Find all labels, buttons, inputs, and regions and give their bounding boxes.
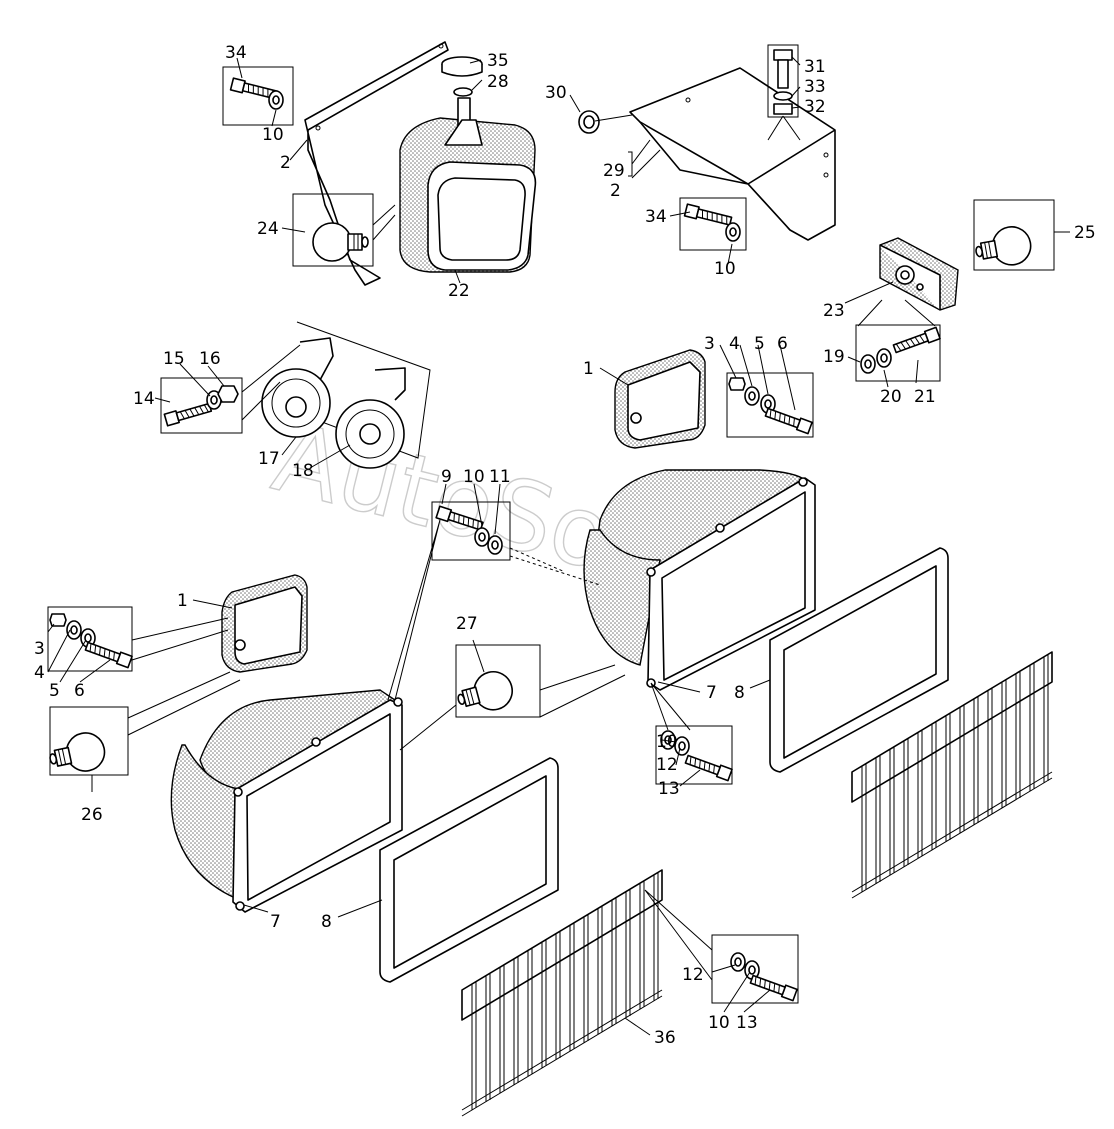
horn-bracket-18: [374, 367, 406, 401]
callout-24: 24: [257, 219, 279, 239]
callout-22: 22: [448, 281, 470, 301]
fastener-box-31-33: [767, 44, 799, 118]
fastener-box-3-6-top: [726, 372, 814, 438]
callout-33: 33: [804, 77, 826, 97]
callout-labels: 34 10 2 35 28 24 22 30 29 2 31 33 32 34 …: [34, 43, 1096, 1048]
bolt-head-31: [773, 49, 793, 61]
callout-10: 10: [714, 259, 736, 279]
bulb-box-26: [45, 671, 241, 779]
fastener-group-9-11: [387, 501, 601, 701]
callout-2: 2: [280, 153, 291, 173]
callout-4: 4: [729, 334, 740, 354]
fastener-box-top-left: [222, 66, 294, 126]
callout-10: 10: [463, 467, 485, 487]
callout-13: 13: [736, 1013, 758, 1033]
callout-31: 31: [804, 57, 826, 77]
callout-12: 12: [656, 755, 678, 775]
callout-13: 13: [658, 779, 680, 799]
callout-17: 17: [258, 449, 280, 469]
horn-bracket-17: [299, 337, 334, 381]
callout-11: 11: [489, 467, 511, 487]
callout-30: 30: [545, 83, 567, 103]
nut-16: [217, 385, 239, 403]
callout-9: 9: [441, 467, 452, 487]
callout-34: 34: [645, 207, 667, 227]
callout-8: 8: [734, 683, 745, 703]
callout-3: 3: [704, 334, 715, 354]
callout-12: 12: [682, 965, 704, 985]
bulb-box-27: [399, 644, 626, 751]
callout-28: 28: [487, 72, 509, 92]
callout-21: 21: [914, 387, 936, 407]
callout-27: 27: [456, 614, 478, 634]
callout-4: 4: [34, 663, 45, 683]
callout-25: 25: [1074, 223, 1096, 243]
callout-7: 7: [706, 683, 717, 703]
gasket-right: [769, 547, 949, 773]
side-lamp-top: [614, 349, 814, 449]
callout-23: 23: [823, 301, 845, 321]
callout-10: 10: [708, 1013, 730, 1033]
callout-10: 10: [656, 732, 678, 752]
callout-6: 6: [74, 681, 85, 701]
callout-leaders: [47, 56, 1070, 1036]
callout-3: 3: [34, 639, 45, 659]
callout-36: 36: [654, 1028, 676, 1048]
washer-33: [773, 91, 793, 101]
headlamp-left: [170, 689, 403, 913]
side-lamp-left: [47, 574, 308, 673]
callout-35: 35: [487, 51, 509, 71]
fastener-box-10-13-right: [655, 725, 733, 785]
callout-32: 32: [804, 97, 826, 117]
lamp-cover-assembly: [578, 44, 836, 251]
headlamp-right: [583, 469, 816, 785]
fastener-box-34: [679, 197, 747, 251]
nut-32: [773, 103, 793, 115]
callout-7: 7: [270, 912, 281, 932]
callout-5: 5: [754, 334, 765, 354]
callout-2: 2: [610, 181, 621, 201]
callout-1: 1: [177, 591, 188, 611]
plate-lamp-assembly: [855, 199, 1055, 382]
bracket-lamp-assembly: [222, 41, 537, 286]
washer-28: [453, 87, 473, 97]
callout-6: 6: [777, 334, 788, 354]
callout-8: 8: [321, 912, 332, 932]
callout-10: 10: [262, 125, 284, 145]
callout-18: 18: [292, 461, 314, 481]
callout-5: 5: [49, 681, 60, 701]
callout-19: 19: [823, 347, 845, 367]
gasket-left: [379, 757, 559, 983]
callout-16: 16: [199, 349, 221, 369]
horn-assembly: [160, 321, 431, 469]
callout-26: 26: [81, 805, 103, 825]
bulb-box-25: [973, 199, 1055, 271]
callout-1: 1: [583, 359, 594, 379]
fastener-box-14-16: [160, 377, 243, 434]
fastener-box-19-21: [855, 324, 941, 382]
callout-14: 14: [133, 389, 155, 409]
callout-15: 15: [163, 349, 185, 369]
callout-20: 20: [880, 387, 902, 407]
fastener-group-12-13: [644, 889, 799, 1004]
callout-29: 29: [603, 161, 625, 181]
callout-34: 34: [225, 43, 247, 63]
